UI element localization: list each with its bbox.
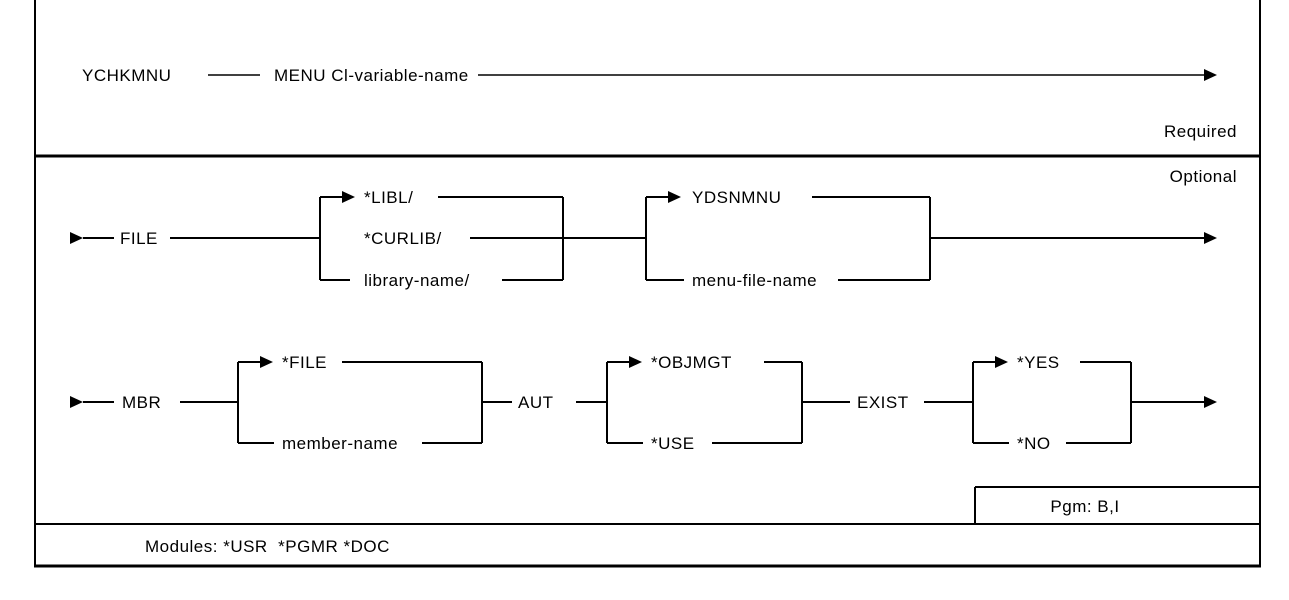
option-objmgt: *OBJMGT	[651, 353, 732, 372]
default-option-arrow-icon	[995, 356, 1008, 368]
aut-keyword: AUT	[518, 393, 554, 412]
command-name: YCHKMNU	[82, 66, 171, 85]
option-no: *NO	[1017, 434, 1051, 453]
file-parameter-row: FILE *LIBL/ *CURLIB/ library-name/ YDSNM…	[70, 188, 1217, 290]
default-option-arrow-icon	[668, 191, 681, 203]
optional-label: Optional	[1170, 167, 1237, 186]
option-use: *USE	[651, 434, 695, 453]
pgm-note: Pgm: B,I	[1050, 497, 1119, 516]
pgm-note-box: Pgm: B,I	[974, 486, 1260, 524]
option-ydsnmnu: YDSNMNU	[692, 188, 781, 207]
exist-keyword: EXIST	[857, 393, 909, 412]
mbr-keyword: MBR	[122, 393, 161, 412]
option-menu-file-name: menu-file-name	[692, 271, 817, 290]
required-label: Required	[1164, 122, 1237, 141]
default-option-arrow-icon	[629, 356, 642, 368]
option-libl: *LIBL/	[364, 188, 413, 207]
default-option-arrow-icon	[342, 191, 355, 203]
option-member-name: member-name	[282, 434, 398, 453]
row-start-arrow-icon	[70, 232, 83, 244]
menu-parameter: MENU Cl-variable-name	[274, 66, 469, 85]
row-end-arrow-icon	[1204, 396, 1217, 408]
option-library-name: library-name/	[364, 271, 470, 290]
mbr-aut-exist-parameter-row: MBR *FILE member-name AUT *OBJMGT *USE E…	[70, 353, 1217, 453]
row-start-arrow-icon	[70, 396, 83, 408]
row-end-arrow-icon	[1204, 232, 1217, 244]
modules-note: Modules: *USR *PGMR *DOC	[145, 537, 390, 556]
row-end-arrow-icon	[1204, 69, 1217, 81]
option-file: *FILE	[282, 353, 327, 372]
option-curlib: *CURLIB/	[364, 229, 442, 248]
file-keyword: FILE	[120, 229, 158, 248]
default-option-arrow-icon	[260, 356, 273, 368]
required-row: YCHKMNU MENU Cl-variable-name Required	[82, 66, 1237, 141]
option-yes: *YES	[1017, 353, 1060, 372]
